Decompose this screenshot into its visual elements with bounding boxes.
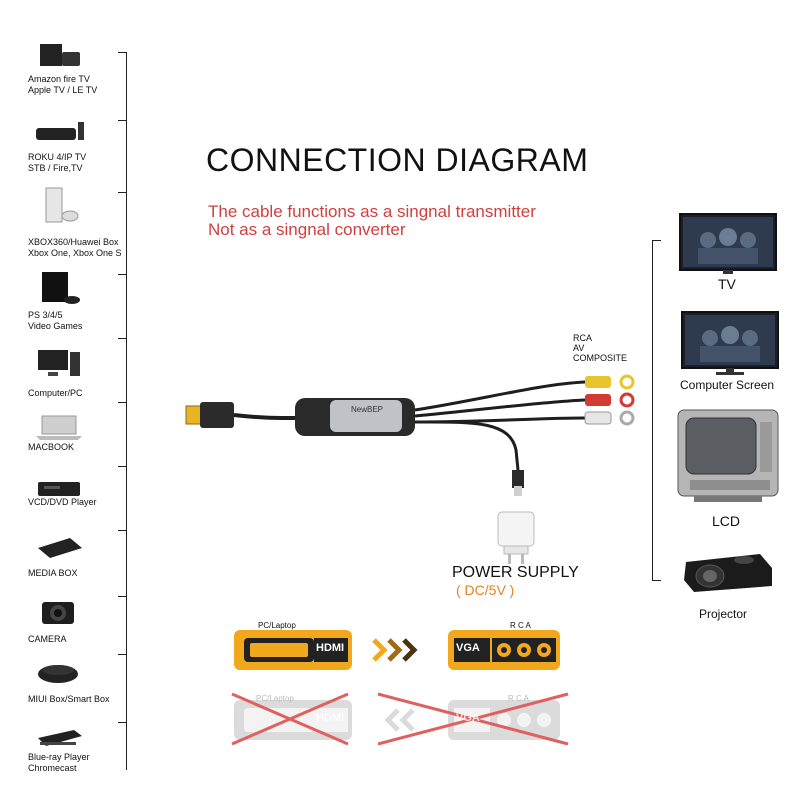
correct-connection-row — [234, 630, 560, 670]
left-device-label: MACBOOK — [28, 442, 74, 453]
laptop-icon — [36, 415, 82, 440]
wrong-hdmi-label: HDMI — [316, 712, 345, 724]
left-device-label-line1: Computer/PC — [28, 388, 83, 398]
crt-tv-icon — [677, 409, 779, 502]
correct-hdmi-label: HDMI — [316, 642, 345, 654]
dvd-player-icon — [38, 482, 80, 496]
left-device-label-line2: Chromecast — [28, 763, 77, 773]
wrong-source-label: PC/Laptop — [256, 694, 294, 703]
left-tick — [118, 530, 127, 531]
right-tick — [652, 240, 661, 241]
left-bracket-line — [126, 52, 127, 770]
xbox-icon — [45, 187, 79, 223]
left-tick — [118, 120, 127, 121]
projector-label: Projector — [699, 607, 748, 621]
left-device-label-line2: Video Games — [28, 321, 83, 331]
left-device-label-line1: MEDIA BOX — [28, 568, 78, 578]
note-line-1: The cable functions as a singnal transmi… — [208, 202, 536, 221]
composite-label: COMPOSITE — [573, 353, 628, 363]
projector-icon — [684, 554, 772, 592]
left-tick — [118, 274, 127, 275]
brand-label: NewBEP — [351, 405, 384, 414]
left-device-label-line1: XBOX360/Huawei Box — [28, 237, 119, 247]
correct-target-label: R C A — [510, 621, 531, 630]
left-device-label: MEDIA BOX — [28, 568, 78, 579]
media-box-icon — [38, 538, 82, 558]
right-tick — [652, 580, 661, 581]
playstation-icon — [42, 272, 80, 304]
left-device-label: CAMERA — [28, 634, 67, 645]
monitor-icon — [681, 311, 779, 375]
monitor-label: Computer Screen — [680, 378, 775, 392]
power-supply-label: POWER SUPPLY — [452, 564, 579, 581]
left-device-label-line1: MACBOOK — [28, 442, 75, 452]
left-device-label: VCD/DVD Player — [28, 497, 97, 508]
av-label: AV — [573, 343, 585, 353]
right-bracket-line — [652, 240, 653, 580]
left-tick — [118, 466, 127, 467]
smart-box-icon — [38, 665, 78, 683]
diagram-title: CONNECTION DIAGRAM — [206, 142, 589, 178]
wrong-vga-label: VGA — [456, 712, 480, 724]
bluray-player-icon — [38, 730, 82, 746]
tv-icon — [679, 213, 777, 274]
power-adapter-icon — [497, 511, 535, 564]
left-device-label-line1: Blue-ray Player — [28, 752, 90, 762]
note-line-2: Not as a singnal converter — [208, 220, 406, 239]
wrong-target-label: R C A — [508, 694, 529, 703]
camera-icon — [42, 602, 74, 624]
tv-box-icon — [40, 44, 80, 66]
lcd-label: LCD — [712, 513, 741, 529]
desktop-computer-icon — [38, 350, 80, 376]
left-device-label-line2: Apple TV / LE TV — [28, 85, 98, 95]
left-device-label-line1: VCD/DVD Player — [28, 497, 97, 507]
left-tick — [118, 402, 127, 403]
rca-label: RCA — [573, 333, 593, 343]
left-device-label-line2: STB / Fire,TV — [28, 163, 83, 173]
tv-label: TV — [718, 276, 736, 292]
power-spec-label: ( DC/5V ) — [456, 582, 515, 598]
left-device-label-line1: ROKU 4/IP TV — [28, 152, 87, 162]
left-tick — [118, 52, 127, 53]
correct-source-label: PC/Laptop — [258, 621, 296, 630]
left-device-label-line1: PS 3/4/5 — [28, 310, 63, 320]
correct-vga-label: VGA — [456, 642, 480, 654]
left-tick — [118, 338, 127, 339]
left-tick — [118, 596, 127, 597]
left-device-label-line1: Amazon fire TV — [28, 74, 90, 84]
left-device-label: Computer/PC — [28, 388, 83, 399]
left-tick — [118, 192, 127, 193]
set-top-box-icon — [36, 122, 84, 140]
left-tick — [118, 654, 127, 655]
left-device-label: MIUI Box/Smart Box — [28, 694, 110, 705]
wrong-connection-row — [231, 692, 569, 746]
left-device-label-line1: MIUI Box/Smart Box — [28, 694, 110, 704]
left-tick — [118, 722, 127, 723]
left-device-label-line1: CAMERA — [28, 634, 67, 644]
left-device-label-line2: Xbox One, Xbox One S — [28, 248, 122, 258]
hdmi-to-rca-cable — [185, 374, 635, 496]
